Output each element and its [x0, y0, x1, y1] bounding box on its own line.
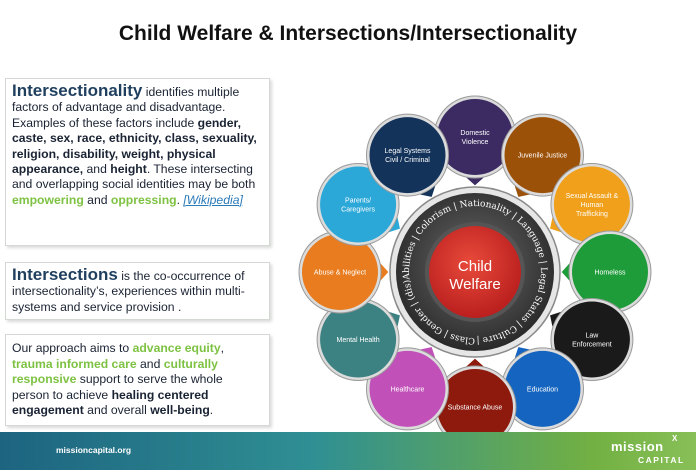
- node-circle-healthcare: [369, 350, 446, 427]
- p1-oppressing: oppressing: [110, 192, 177, 207]
- center-line2: Welfare: [449, 276, 500, 293]
- p3-culturally: culturally responsive: [12, 356, 218, 387]
- node-circle-law-enforcement: [553, 301, 630, 378]
- node-label-homeless: Homeless: [594, 270, 626, 277]
- wikipedia-link[interactable]: [Wikipedia]: [183, 192, 243, 207]
- node-label-parents-caregivers: Parents/Caregivers: [341, 198, 375, 214]
- node-label-substance-abuse: Substance Abuse: [448, 405, 503, 412]
- intersections-panel: Intersections is the co-occurrence of in…: [5, 262, 270, 320]
- node-circle-juvenile-justice: [504, 117, 581, 194]
- page-title: Child Welfare & Intersections/Intersecti…: [118, 22, 578, 45]
- p1-text-5: .: [176, 192, 184, 207]
- p1-text-4: and: [83, 192, 111, 207]
- node-homeless: Homeless: [568, 230, 652, 314]
- p3-text-5: and overall: [83, 403, 151, 418]
- node-label-healthcare: Healthcare: [391, 386, 425, 393]
- p3-trauma: trauma informed care: [12, 356, 137, 371]
- node-circle-legal-systems-civil-criminal: [369, 117, 446, 194]
- footer-url[interactable]: missioncapital.org: [56, 445, 132, 455]
- center-line1: Child: [458, 258, 492, 275]
- node-circle-sexual-assault-human-trafficking: [553, 166, 630, 243]
- intersectionality-heading: Intersectionality: [12, 81, 143, 100]
- logo-mark: X: [672, 434, 678, 443]
- p1-examples: gender, caste, sex, race, ethnicity, cla…: [12, 115, 257, 177]
- logo-mission: mission: [611, 439, 664, 454]
- p3-wellbeing: well-being: [150, 403, 210, 418]
- p2-text: is the co-occurrence of intersectionalit…: [12, 269, 245, 314]
- intersections-heading: Intersections: [12, 265, 118, 284]
- p1-text-1: identifies multiple factors of advantage…: [12, 85, 240, 130]
- p3-text-1: Our approach aims to: [12, 341, 133, 355]
- node-circle-parents-caregivers: [320, 166, 397, 243]
- p3-advance-equity: advance equity: [132, 341, 221, 355]
- node-circle-substance-abuse: [437, 369, 513, 432]
- node-abuse-neglect: Abuse & Neglect: [298, 230, 382, 314]
- p3-text-2: ,: [220, 341, 225, 355]
- node-label-juvenile-justice: Juvenile Justice: [518, 153, 568, 160]
- node-circle-domestic-violence: [437, 99, 513, 175]
- node-circle-abuse-neglect: [302, 234, 378, 310]
- p3-text-6: .: [209, 403, 214, 418]
- logo-capital: CAPITAL: [638, 455, 685, 465]
- p1-empowering: empowering: [12, 192, 84, 207]
- node-label-mental-health: Mental Health: [336, 337, 379, 344]
- p3-text-4: support to serve the whole person to ach…: [12, 372, 223, 402]
- node-education: Education: [501, 347, 584, 431]
- footer-bar: [0, 432, 696, 470]
- center-circle: [429, 226, 521, 318]
- p1-text-2: and: [83, 162, 111, 177]
- p3-healing: healing centered engagement: [12, 387, 209, 418]
- node-circle-education: [504, 350, 581, 427]
- intersectionality-panel: Intersectionality identifies multiple fa…: [5, 78, 270, 246]
- approach-panel: Our approach aims to advance equity, tra…: [5, 334, 270, 426]
- node-circle-mental-health: [320, 301, 397, 378]
- node-juvenile-justice: Juvenile Justice: [501, 113, 584, 197]
- node-parents-caregivers: Parents/Caregivers: [316, 163, 400, 246]
- p1-height: height: [110, 162, 147, 177]
- p1-text-3: . These intersecting and overlapping soc…: [12, 162, 256, 192]
- node-label-abuse-neglect: Abuse & Neglect: [314, 270, 366, 277]
- p3-text-3: and: [136, 356, 164, 371]
- node-mental-health: Mental Health: [316, 298, 400, 381]
- node-label-education: Education: [527, 386, 558, 393]
- node-circle-homeless: [572, 234, 648, 310]
